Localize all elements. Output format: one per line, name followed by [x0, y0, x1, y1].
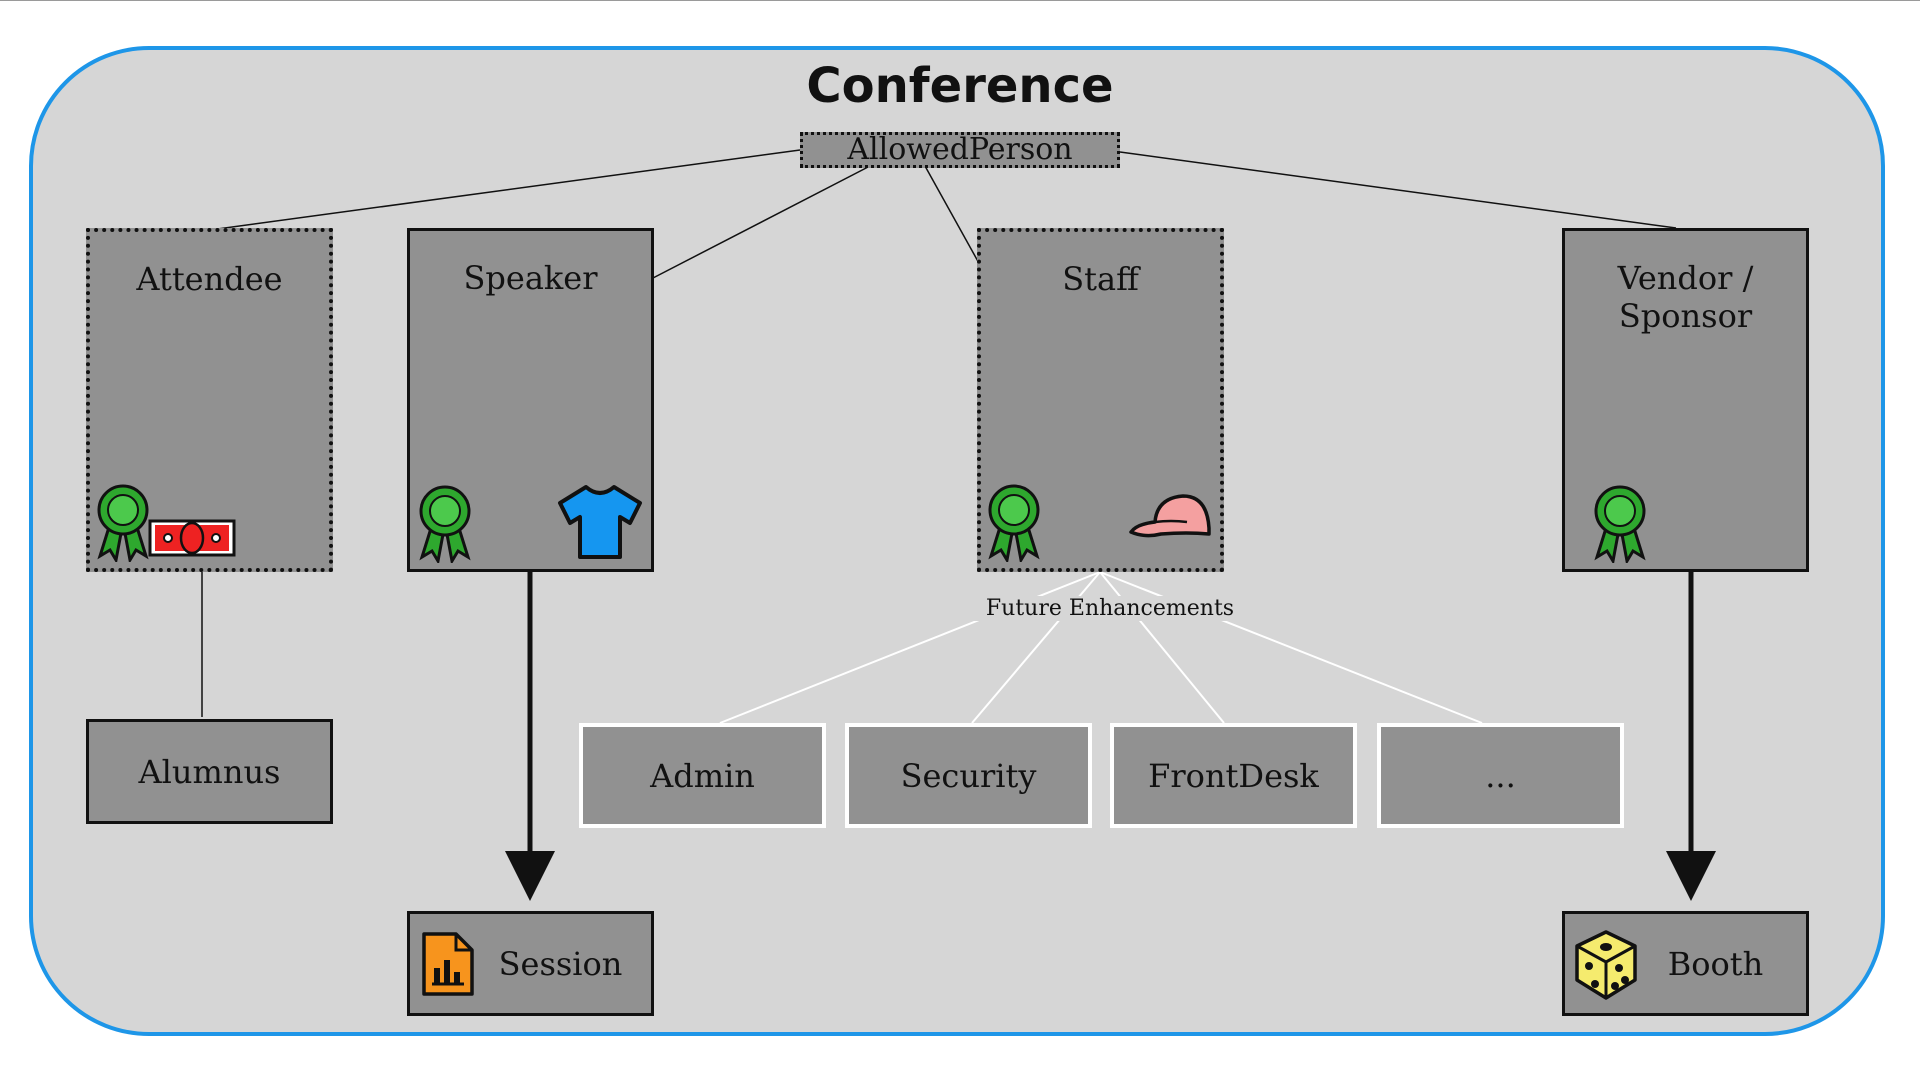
vendor-label-line2: Sponsor	[1618, 297, 1753, 335]
line-to-speaker	[652, 165, 871, 279]
line-to-vendor	[1119, 151, 1677, 229]
cap-icon	[1129, 494, 1211, 538]
vendor-sponsor-label: Vendor / Sponsor	[1565, 259, 1806, 335]
future-enhancements-label: Future Enhancements	[960, 596, 1260, 621]
line-future-more	[1099, 571, 1483, 724]
speaker-box[interactable]: Speaker	[407, 228, 654, 572]
attendee-label: Attendee	[136, 260, 283, 298]
future-frontdesk-label: FrontDesk	[1148, 756, 1319, 795]
vendor-label-line1: Vendor /	[1617, 259, 1754, 297]
staff-label: Staff	[1062, 260, 1139, 298]
alumnus-label: Alumnus	[138, 752, 281, 791]
dice-icon	[1575, 930, 1637, 1000]
line-future-frontdesk	[1099, 571, 1225, 724]
speaker-label: Speaker	[463, 259, 598, 297]
money-icon	[148, 519, 236, 557]
booth-box[interactable]: Booth	[1562, 911, 1809, 1016]
line-to-attendee	[209, 149, 801, 231]
future-more-label: ...	[1485, 756, 1516, 795]
allowed-person-box[interactable]: AllowedPerson	[800, 132, 1120, 168]
line-future-security	[971, 571, 1101, 724]
diagram-title: Conference	[806, 58, 1114, 114]
top-border-line	[0, 0, 1920, 1]
award-ribbon-icon	[97, 484, 149, 562]
award-ribbon-icon	[988, 484, 1040, 562]
vendor-sponsor-box[interactable]: Vendor / Sponsor	[1562, 228, 1809, 572]
future-admin-box[interactable]: Admin	[579, 723, 826, 828]
document-chart-icon	[422, 932, 474, 996]
alumnus-box[interactable]: Alumnus	[86, 719, 333, 824]
future-more-box[interactable]: ...	[1377, 723, 1624, 828]
staff-box[interactable]: Staff	[977, 228, 1224, 572]
session-label: Session	[498, 944, 623, 983]
booth-label: Booth	[1667, 944, 1764, 983]
future-frontdesk-box[interactable]: FrontDesk	[1110, 723, 1357, 828]
session-box[interactable]: Session	[407, 911, 654, 1016]
t-shirt-icon	[558, 485, 642, 559]
award-ribbon-icon	[419, 485, 471, 563]
future-security-box[interactable]: Security	[845, 723, 1092, 828]
line-to-staff	[924, 165, 981, 266]
future-admin-label: Admin	[650, 756, 755, 795]
attendee-box[interactable]: Attendee	[86, 228, 333, 572]
future-security-label: Security	[900, 756, 1037, 795]
line-future-admin	[719, 571, 1101, 724]
award-ribbon-icon	[1594, 485, 1646, 563]
